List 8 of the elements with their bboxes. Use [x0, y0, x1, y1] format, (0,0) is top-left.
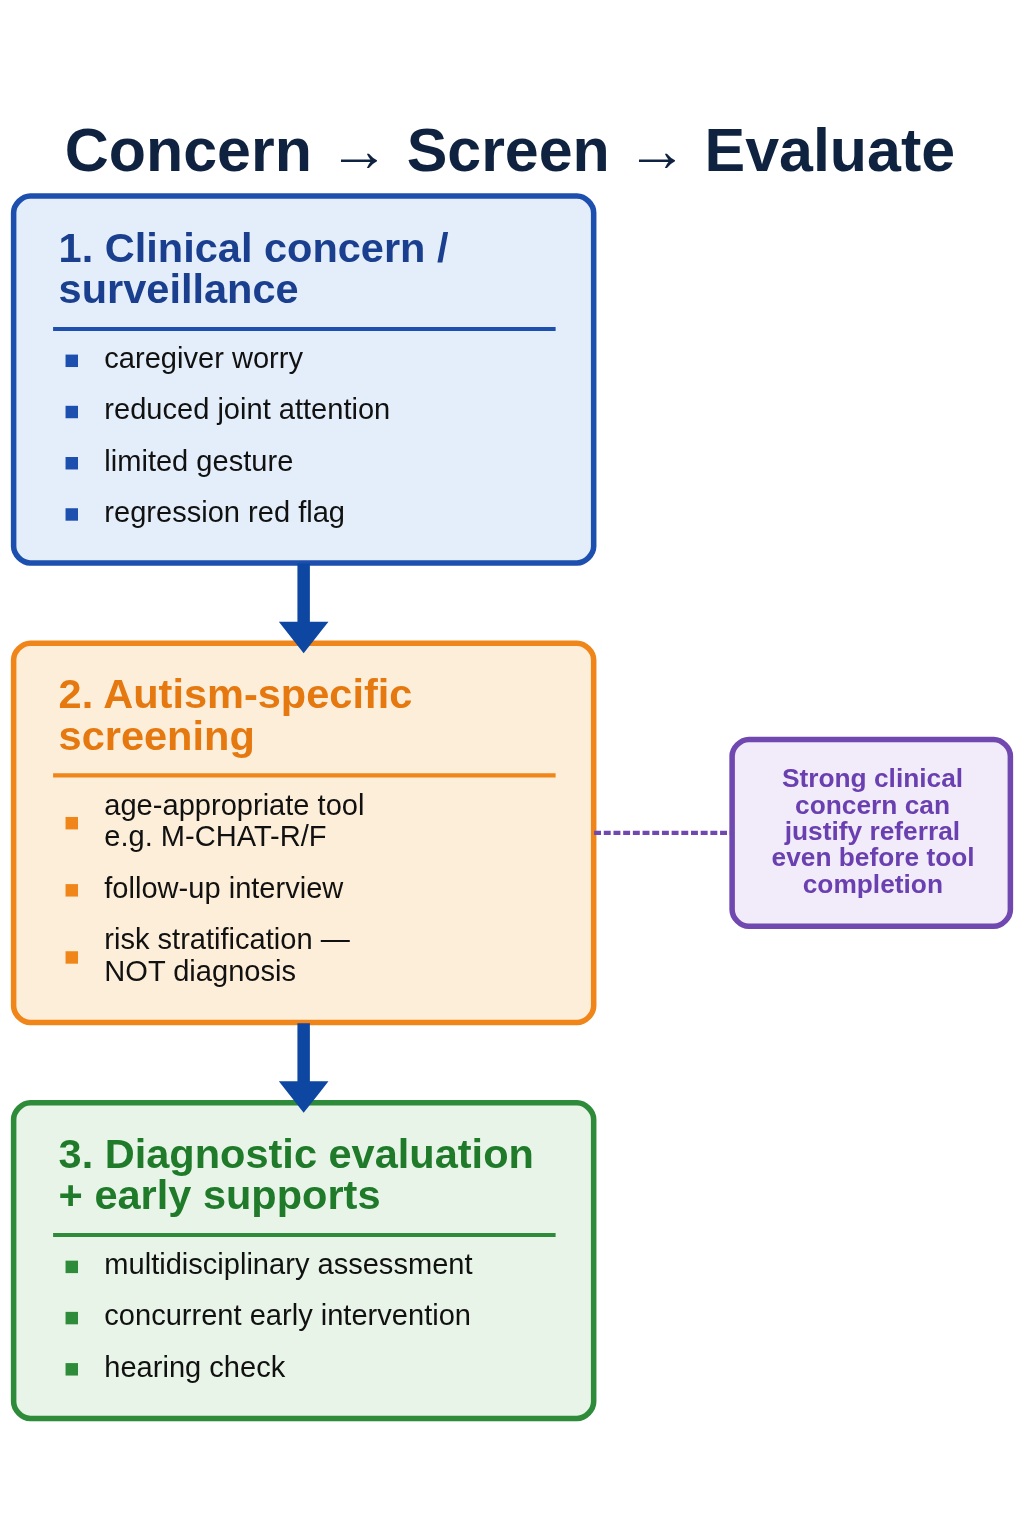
- connector: [594, 830, 732, 835]
- arrow: [278, 1022, 329, 1113]
- node-box: 2. Autism-specific screening age-appropriate tool e.g. M-CHAT-R/F follow-up interview risk stratification — NOT diagnosis: [10, 639, 597, 1025]
- node-box: 3. Diagnostic evaluation + early supports multidisciplinary assessment concurrent early intervention hearing check: [10, 1099, 597, 1421]
- diagram-title: Concern → Screen → Evaluate: [64, 115, 956, 184]
- node-box: 1. Clinical concern / surveillance caregiver worry reduced joint attention limited gesture regression red flag: [10, 192, 597, 566]
- arrow: [278, 563, 329, 653]
- node-box: Strong clinical concern can justify referral even before tool completion: [729, 736, 1014, 929]
